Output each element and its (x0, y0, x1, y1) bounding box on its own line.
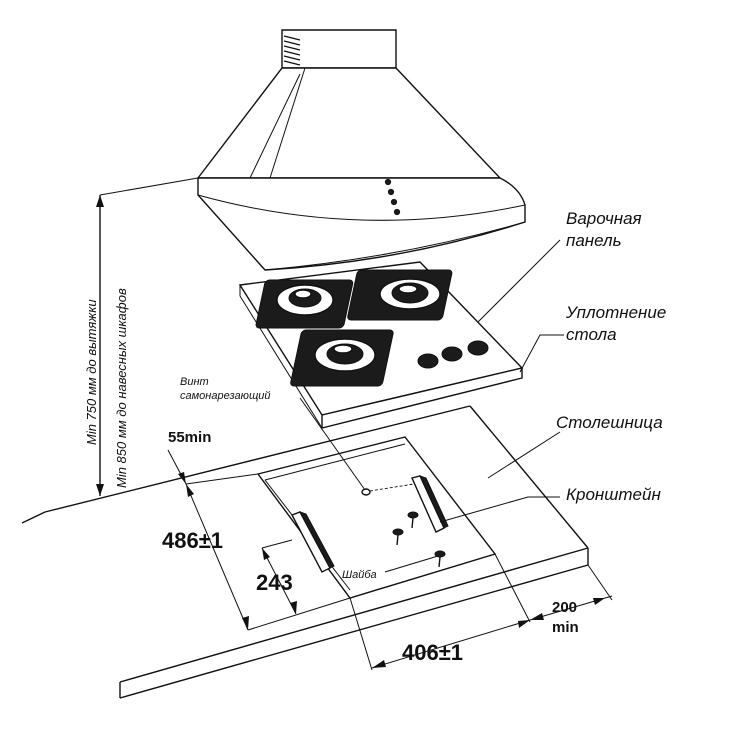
half-depth-dimension (261, 539, 297, 615)
side-min-value: 200 (552, 599, 577, 616)
screw-label-line1: Винт (180, 376, 209, 388)
callout-leaders (299, 239, 564, 573)
hob-label-line2: панель (566, 231, 622, 250)
half-depth-label: 243 (256, 570, 293, 595)
side-min-dimension (529, 564, 613, 621)
seal-label-line2: стола (566, 325, 617, 344)
bracket-left (291, 511, 335, 573)
edge-min-label: 55min (168, 429, 211, 446)
width-dimension (349, 553, 531, 671)
hob-label-line1: Варочная (566, 209, 642, 228)
screw-label-line2: самонарезающий (180, 390, 271, 402)
vent-slots (283, 35, 301, 66)
width-label: 406±1 (402, 640, 463, 665)
countertop (21, 405, 589, 699)
burner-right-back (347, 269, 453, 321)
edge-min-dimension (167, 449, 259, 485)
bracket-right (411, 475, 449, 533)
screws (361, 483, 446, 568)
burner-front (290, 329, 394, 387)
range-hood (196, 29, 526, 271)
note-to-hood: Min 750 мм до вытяжки (84, 299, 99, 445)
gas-hob (238, 261, 524, 429)
bracket-label: Кронштейн (566, 485, 661, 504)
depth-dimension (185, 483, 351, 631)
depth-label: 486±1 (162, 528, 223, 553)
height-dimension (96, 177, 199, 496)
control-knobs (417, 340, 489, 369)
burner-left-back (255, 279, 354, 329)
countertop-label: Столешница (556, 413, 663, 432)
seal-label-line1: Уплотнение (565, 303, 666, 322)
side-min-unit: min (552, 619, 579, 636)
note-to-cabinets: Min 850 мм до навесных шкафов (114, 288, 129, 488)
washer-label: Шайба (342, 569, 377, 581)
